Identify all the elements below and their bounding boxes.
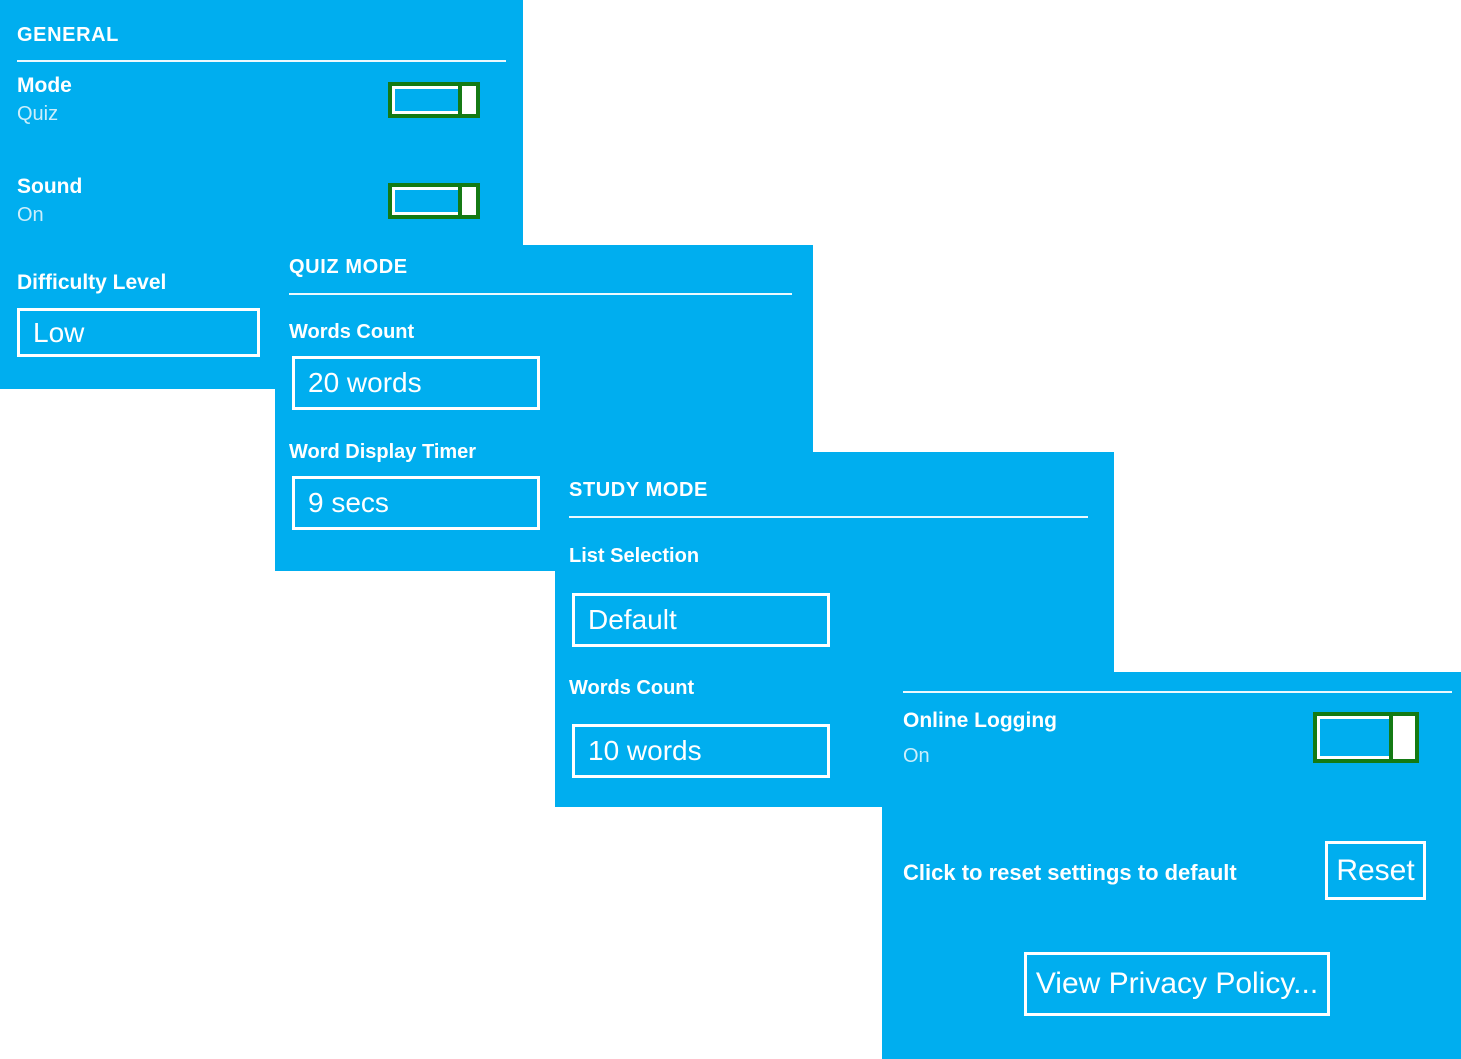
- word-display-timer-value: 9 secs: [308, 487, 389, 518]
- setting-value-mode: Quiz: [17, 103, 59, 125]
- toggle-sound[interactable]: [388, 183, 492, 219]
- list-selection-combobox[interactable]: Default: [572, 593, 830, 647]
- list-selection-value: Default: [588, 604, 677, 635]
- section-divider-quiz-mode: [289, 293, 792, 295]
- toggle-thumb-mode: [458, 82, 480, 118]
- general-settings-panel: GENERAL Mode Quiz Sound On Difficulty Le…: [0, 0, 523, 389]
- quiz-words-count-value: 20 words: [308, 367, 422, 398]
- toggle-track-online-logging: [1313, 712, 1401, 763]
- field-label-difficulty-level: Difficulty Level: [17, 271, 167, 294]
- setting-label-sound: Sound: [17, 175, 83, 198]
- section-title-general: GENERAL: [17, 24, 119, 46]
- section-title-study-mode: STUDY MODE: [569, 479, 708, 501]
- difficulty-level-combobox[interactable]: Low: [17, 308, 260, 357]
- setting-value-online-logging: On: [903, 745, 930, 767]
- study-words-count-value: 10 words: [588, 735, 702, 766]
- section-divider-general: [17, 60, 506, 62]
- field-label-study-words-count: Words Count: [569, 677, 695, 699]
- reset-button[interactable]: Reset: [1325, 841, 1426, 900]
- view-privacy-policy-button[interactable]: View Privacy Policy...: [1024, 952, 1330, 1016]
- section-divider-privacy: [903, 691, 1452, 693]
- section-title-quiz-mode: QUIZ MODE: [289, 256, 408, 278]
- toggle-mode[interactable]: [388, 82, 492, 118]
- word-display-timer-combobox[interactable]: 9 secs: [292, 476, 540, 530]
- field-label-list-selection: List Selection: [569, 545, 700, 567]
- quiz-mode-panel: QUIZ MODE Words Count 20 words Word Disp…: [275, 245, 813, 571]
- study-mode-panel: STUDY MODE List Selection Default Words …: [555, 452, 1114, 807]
- section-divider-study-mode: [569, 516, 1088, 518]
- toggle-track-sound: [388, 183, 468, 219]
- difficulty-level-value: Low: [33, 316, 85, 348]
- setting-label-mode: Mode: [17, 74, 72, 97]
- toggle-thumb-online-logging: [1389, 712, 1419, 763]
- field-label-word-display-timer: Word Display Timer: [289, 441, 477, 463]
- setting-label-online-logging: Online Logging: [903, 709, 1057, 732]
- setting-value-sound: On: [17, 204, 44, 226]
- quiz-words-count-combobox[interactable]: 20 words: [292, 356, 540, 410]
- study-words-count-combobox[interactable]: 10 words: [572, 724, 830, 778]
- toggle-thumb-sound: [458, 183, 480, 219]
- toggle-track-mode: [388, 82, 468, 118]
- toggle-online-logging[interactable]: [1313, 712, 1425, 763]
- privacy-settings-panel: Online Logging On Click to reset setting…: [882, 672, 1461, 1059]
- reset-settings-caption: Click to reset settings to default: [903, 860, 1237, 885]
- field-label-quiz-words-count: Words Count: [289, 321, 415, 343]
